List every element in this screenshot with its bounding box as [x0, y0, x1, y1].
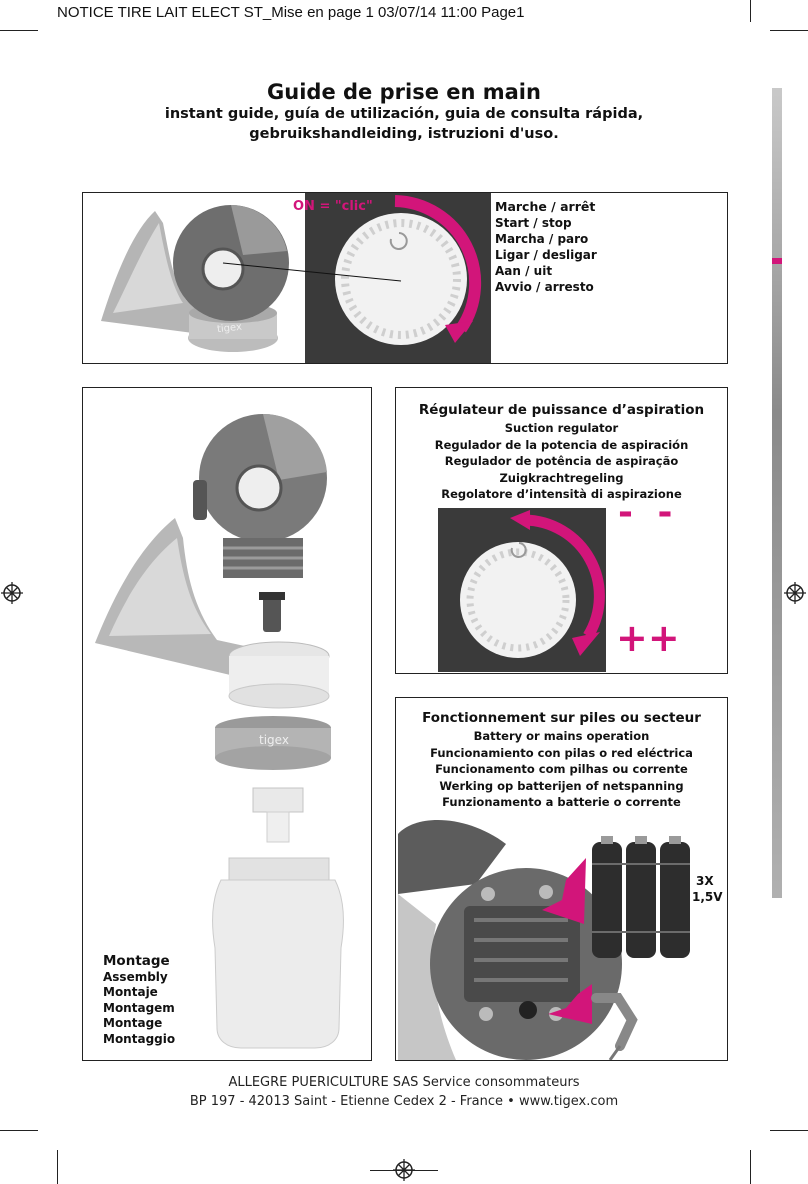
brand-mark: tigex	[259, 733, 289, 747]
battery-label: Funcionamiento con pilas o red eléctrica	[430, 745, 693, 760]
battery-compartment-illustration	[398, 820, 690, 1060]
switch-label: Start / stop	[495, 216, 572, 230]
assembly-labels: Montage Assembly Montaje Montagem Montag…	[103, 953, 176, 1047]
battery-label: Funcionamento com pilhas ou corrente	[435, 762, 688, 776]
switch-label: Avvio / arresto	[495, 280, 594, 294]
crop-mark	[750, 0, 751, 22]
assembly-label: Montage	[103, 953, 170, 969]
batteries	[592, 836, 690, 958]
assembly-label: Montage	[103, 1016, 163, 1030]
assembly-label: Montagem	[103, 1000, 175, 1015]
footer-line: BP 197 - 42013 Saint - Etienne Cedex 2 -…	[189, 1094, 619, 1109]
print-header: NOTICE TIRE LAIT ELECT ST_Mise en page 1…	[57, 4, 525, 21]
switch-labels: Marche / arrêt Start / stop Marcha / par…	[495, 199, 597, 295]
page-subtitle: instant guide, guía de utilización, guia…	[0, 104, 808, 144]
crop-mark	[770, 1130, 808, 1131]
registration-mark-icon	[1, 582, 23, 604]
crop-mark	[57, 1150, 58, 1184]
battery-labels: Fonctionnement sur piles ou secteur Batt…	[396, 708, 727, 811]
footer-line: ALLEGRE PUERICULTURE SAS Service consomm…	[228, 1075, 580, 1090]
subtitle-line: instant guide, guía de utilización, guia…	[164, 106, 644, 122]
crop-mark	[770, 30, 808, 31]
suction-label: Zuigkrachtregeling	[499, 470, 624, 485]
switch-label: Marcha / paro	[495, 232, 589, 246]
assembly-label: Montaje	[103, 985, 158, 999]
switch-label: Marche / arrêt	[495, 199, 596, 214]
footer: ALLEGRE PUERICULTURE SAS Service consomm…	[0, 1073, 808, 1111]
switch-callout: ON = "clic"	[293, 199, 373, 214]
suction-label: Regulador de la potencia de aspiración	[434, 437, 689, 452]
suction-dial-closeup	[438, 508, 606, 672]
crop-mark	[0, 1130, 38, 1131]
pump-motor-illustration	[101, 205, 289, 352]
side-tab	[772, 88, 782, 898]
battery-label: Fonctionnement sur piles ou secteur	[422, 710, 701, 726]
battery-count: 3X	[696, 874, 714, 888]
suction-plus-label: ++	[616, 616, 680, 660]
battery-label: Funzionamento a batterie o corrente	[442, 795, 681, 809]
crop-mark	[750, 1150, 751, 1184]
switch-label: Ligar / desligar	[495, 248, 597, 262]
battery-voltage: 1,5V	[692, 890, 723, 904]
switch-panel: tigex ON = "clic" Marche / arrêt Start /…	[82, 192, 728, 364]
registration-mark-icon	[784, 582, 806, 604]
crop-mark	[0, 30, 38, 31]
suction-labels: Régulateur de puissance d’aspiration Suc…	[396, 400, 727, 503]
suction-minus-label: - -	[618, 492, 679, 533]
side-tab-accent	[772, 258, 782, 264]
suction-panel: Régulateur de puissance d’aspiration Suc…	[395, 387, 728, 674]
assembly-panel: Montage Assembly Montaje Montagem Montag…	[82, 387, 372, 1061]
battery-label: Battery or mains operation	[473, 729, 650, 743]
battery-panel: Fonctionnement sur piles ou secteur Batt…	[395, 697, 728, 1061]
subtitle-line: gebruikshandleiding, istruzioni d'uso.	[249, 126, 559, 142]
assembly-illustration	[95, 413, 344, 1049]
pointer-line	[222, 262, 402, 282]
page-title: Guide de prise en main	[267, 80, 541, 104]
suction-label: Suction regulator	[504, 421, 619, 435]
suction-label: Régulateur de puissance d’aspiration	[418, 402, 705, 418]
assembly-label: Assembly	[103, 969, 168, 984]
assembly-label: Montaggio	[103, 1031, 176, 1046]
crop-mark	[370, 1170, 438, 1171]
battery-label: Werking op batterijen of netspanning	[439, 778, 684, 793]
suction-label: Regulador de potência de aspiração	[444, 454, 679, 468]
suction-label: Regolatore d’intensità di aspirazione	[441, 487, 682, 501]
power-dial-closeup	[305, 193, 491, 363]
switch-label: Aan / uit	[495, 264, 553, 278]
